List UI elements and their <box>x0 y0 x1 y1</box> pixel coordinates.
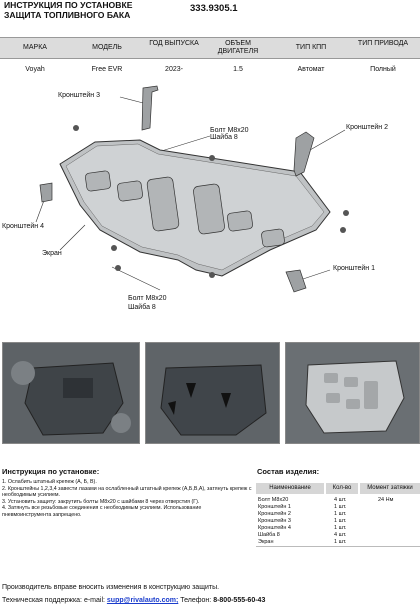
components-header-name: Наименование <box>256 483 324 494</box>
support-email-link[interactable]: supp@rivalauto.com; <box>106 597 179 604</box>
label-screen: Экран <box>42 250 62 257</box>
bracket-4-part <box>39 182 53 203</box>
cell-drive: Полный <box>370 66 396 73</box>
component-qty: 1 шт. <box>334 504 347 510</box>
skid-plate-screen <box>59 139 331 277</box>
bracket-1-part <box>285 269 307 293</box>
components-header-qty: Кол-во <box>326 483 358 494</box>
spec-table-header: МАРКА МОДЕЛЬ ГОД ВЫПУСКА ОБЪЕМ ДВИГАТЕЛЯ… <box>0 37 420 59</box>
bracket-3-part <box>141 85 159 131</box>
label-bracket-1: Кронштейн 1 <box>333 265 375 272</box>
header-year: ГОД ВЫПУСКА <box>149 40 199 47</box>
cell-brand: Voyah <box>25 66 45 73</box>
component-name: Кронштейн 2 <box>258 511 291 517</box>
components-title: Состав изделия: <box>257 467 320 476</box>
leader-lines <box>35 96 346 291</box>
exploded-diagram <box>35 85 349 293</box>
instructions-list: 1. Ослабить штатный крепеж (А, Б, В). 2.… <box>2 479 252 519</box>
header-engine: ОБЪЕМ ДВИГАТЕЛЯ <box>217 40 259 55</box>
title-line-1: ИНСТРУКЦИЯ ПО УСТАНОВКЕ <box>4 0 133 10</box>
header-model: МОДЕЛЬ <box>92 44 122 51</box>
header-drive: ТИП ПРИВОДА <box>357 40 409 47</box>
header-brand: МАРКА <box>23 44 47 51</box>
bracket-2-part <box>293 131 315 177</box>
footer-notice: Производитель вправе вносить изменения в… <box>2 584 220 591</box>
title-line-2: ЗАЩИТА ТОПЛИВНОГО БАКА <box>4 10 131 20</box>
cell-engine: 1.5 <box>233 66 243 73</box>
install-photo-1 <box>2 342 140 444</box>
bolts <box>73 125 349 278</box>
component-name: Болт М8х20 <box>258 497 289 503</box>
instruction-step: 2. Кронштейны 1,2,3,4 завести лазами на … <box>2 485 252 499</box>
label-bolt-top: Болт М8х20 Шайба 8 <box>210 127 249 141</box>
label-bracket-4: Кронштейн 4 <box>2 223 44 230</box>
component-name: Экран <box>258 539 274 545</box>
install-photo-2 <box>145 342 280 444</box>
component-qty: 1 шт. <box>334 525 347 531</box>
product-code: 333.9305.1 <box>190 3 238 14</box>
component-name: Кронштейн 1 <box>258 504 291 510</box>
components-header-torque: Момент затяжки <box>360 483 420 494</box>
footer-support: Техническая поддержка: e-mail: supp@riva… <box>2 597 266 604</box>
component-qty: 1 шт. <box>334 539 347 545</box>
component-name: Шайба 8 <box>258 532 280 538</box>
component-qty: 4 шт. <box>334 532 347 538</box>
document-title: ИНСТРУКЦИЯ ПО УСТАНОВКЕ ЗАЩИТА ТОПЛИВНОГ… <box>4 0 174 20</box>
support-phone: 8-800-555-60-43 <box>213 597 266 604</box>
label-bracket-3: Кронштейн 3 <box>58 92 100 99</box>
instruction-step: 1. Ослабить штатный крепеж (А, Б, В). <box>2 479 97 485</box>
label-bolt-bottom: Болт М8х20 Шайба 8 <box>128 295 167 311</box>
instruction-step: 4. Затянуть все резьбовые соединения с н… <box>2 505 202 518</box>
component-qty: 1 шт. <box>334 518 347 524</box>
cell-year: 2023- <box>165 66 183 73</box>
component-name: Кронштейн 4 <box>258 525 291 531</box>
component-name: Кронштейн 3 <box>258 518 291 524</box>
component-qty: 4 шт. <box>334 497 347 503</box>
cell-gearbox: Автомат <box>297 66 325 73</box>
install-photo-3 <box>285 342 420 444</box>
header-gearbox: ТИП КПП <box>295 44 327 51</box>
label-bracket-2: Кронштейн 2 <box>346 124 388 131</box>
instructions-title: Инструкция по установке: <box>2 467 100 476</box>
component-torque: 24 Нм <box>378 497 394 503</box>
instruction-step: 3. Установить защиту: закрутить болты М8… <box>2 498 200 505</box>
component-qty: 1 шт. <box>334 511 347 517</box>
cell-model: Free EVR <box>91 66 123 73</box>
